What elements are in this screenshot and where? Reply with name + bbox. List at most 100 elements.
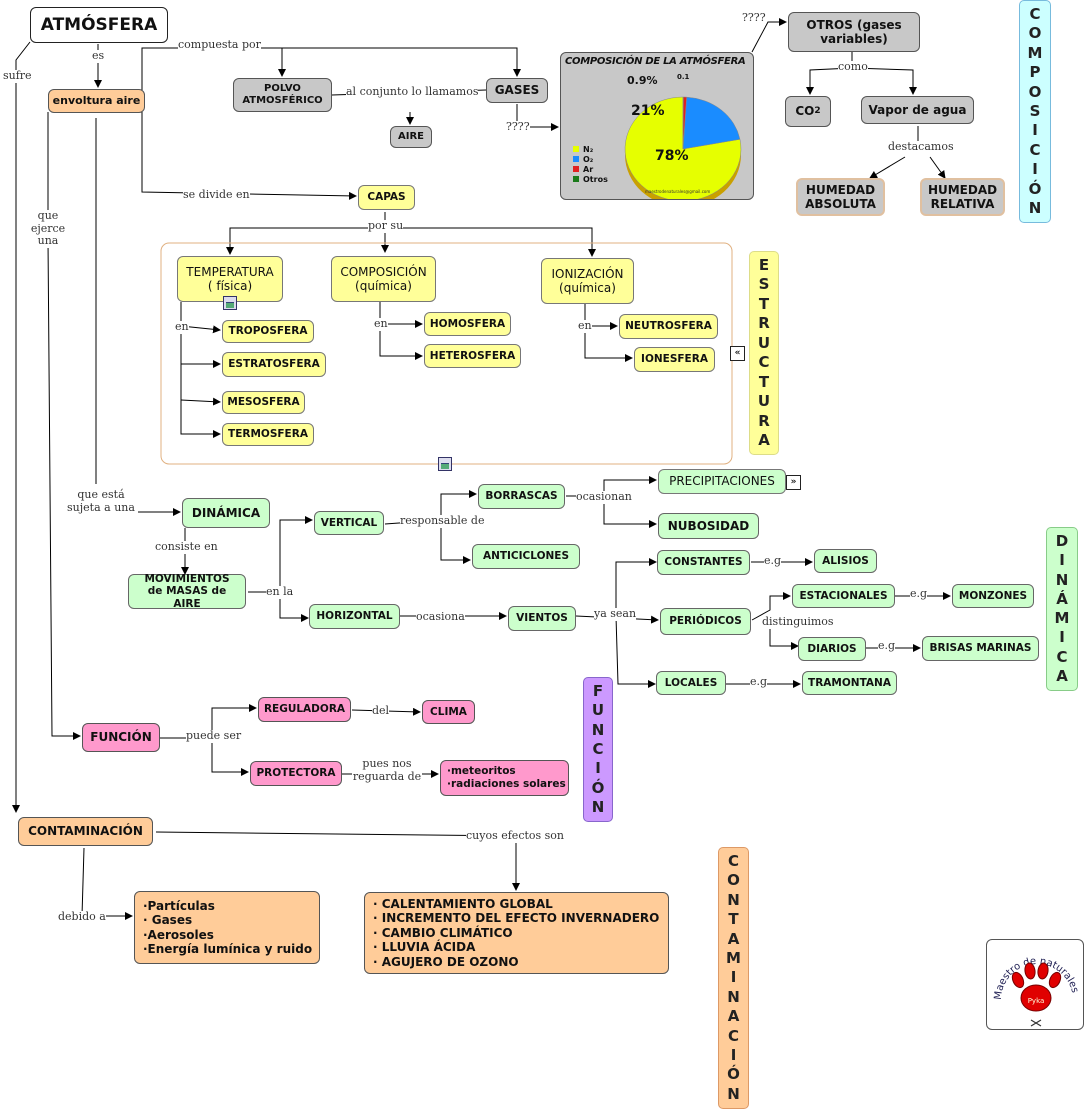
periodicos-node[interactable]: PERIÓDICOS [660,608,751,635]
section-letter: M [1054,609,1070,628]
section-letter: U [757,333,771,352]
humedad-relativa-node[interactable]: HUMEDAD RELATIVA [920,178,1005,216]
gases-node[interactable]: GASES [486,78,548,103]
section-letter: T [758,294,770,313]
humedad-absoluta-node[interactable]: HUMEDAD ABSOLUTA [796,178,885,216]
brisas-marinas-node[interactable]: BRISAS MARINAS [922,636,1039,661]
composition-chart[interactable]: COMPOSICIÓN DE LA ATMÓSFERA 78% 21% 0.9%… [560,52,754,200]
nubosidad-node[interactable]: NUBOSIDAD [658,513,759,539]
collapse-left-icon[interactable]: « [730,346,745,361]
composicion-quimica-node[interactable]: COMPOSICIÓN (química) [331,256,436,302]
efecto-item: · CALENTAMIENTO GLOBAL [373,897,553,912]
label-compuesta-por: compuesta por [178,38,261,52]
contaminacion-node[interactable]: CONTAMINACIÓN [18,817,153,846]
label-eg-constantes: e.g [764,554,782,568]
estratosfera-node[interactable]: ESTRATOSFERA [222,352,326,377]
label-en-ionizacion: en [578,319,592,333]
section-letter: I [1059,628,1065,647]
causas-node[interactable]: ·Partículas· Gases·Aerosoles·Energía lum… [134,891,320,964]
section-letter: N [727,890,740,909]
section-letter: C [592,739,604,758]
efecto-item: · LLUVIA ÁCIDA [373,940,476,955]
expand-right-icon[interactable]: » [786,475,801,490]
mesosfera-node[interactable]: MESOSFERA [222,391,305,414]
reguladora-node[interactable]: REGULADORA [258,697,351,722]
section-letter: C [1029,140,1041,159]
ionesfera-node[interactable]: IONESFERA [634,347,715,372]
label-que-ejerce: que ejerce una [20,209,76,248]
pct-label-ar: 0.9% [627,74,658,87]
label-eg-diarios: e.g [878,639,896,653]
section-letter: O [727,871,740,890]
section-letter: M [726,949,741,968]
image-icon[interactable] [438,457,452,471]
funcion-node[interactable]: FUNCIÓN [82,723,160,752]
precipitaciones-node[interactable]: PRECIPITACIONES [658,469,786,494]
section-letter: T [728,910,739,929]
movimientos-node[interactable]: MOVIMIENTOS de MASAS de AIRE [128,573,246,610]
monzones-node[interactable]: MONZONES [952,584,1034,608]
vapor-agua-node[interactable]: Vapor de agua [861,96,974,124]
label-pues-nos: pues nos reguarda de [352,757,422,784]
label-debido-a: debido a [58,910,106,924]
label-en-la: en la [266,585,294,599]
label-q-otros: ???? [742,11,766,25]
otros-node[interactable]: OTROS (gases variables) [788,12,920,52]
troposfera-node[interactable]: TROPOSFERA [222,320,314,343]
label-al-conjunto: al conjunto lo llamamos [346,85,479,99]
atmosfera-node[interactable]: ATMÓSFERA [30,7,168,43]
label-sufre: sufre [3,69,32,83]
heterosfera-node[interactable]: HETEROSFERA [424,344,521,368]
ionizacion-node[interactable]: IONIZACIÓN (química) [541,258,634,304]
causa-item: ·Partículas [143,898,215,913]
termosfera-node[interactable]: TERMOSFERA [222,423,314,446]
section-letter: R [758,314,770,333]
protege-de-node[interactable]: ·meteoritos ·radiaciones solares [440,760,569,796]
legend-item: O₂ [573,155,608,165]
section-letter: O [1028,82,1042,101]
label-eg-locales: e.g [750,675,768,689]
section-letter: E [758,256,770,274]
envoltura-aire-node[interactable]: envoltura aire [48,89,145,113]
section-letter: N [591,797,605,816]
polvo-atmosferico-node[interactable]: POLVO ATMOSFÉRICO [233,78,332,112]
capas-node[interactable]: CAPAS [358,185,415,210]
label-por-su: por su [368,219,404,233]
pct-label-o2: 21% [631,103,665,119]
section-letter: F [592,682,604,700]
tramontana-node[interactable]: TRAMONTANA [802,671,897,695]
horizontal-node[interactable]: HORIZONTAL [309,604,400,629]
image-icon[interactable] [223,296,237,310]
vientos-node[interactable]: VIENTOS [508,606,576,631]
section-letter: A [727,929,740,948]
co2-label: CO [795,104,815,119]
clima-node[interactable]: CLIMA [422,700,475,724]
dinamica-node[interactable]: DINÁMICA [182,498,270,528]
borrascas-node[interactable]: BORRASCAS [478,484,565,509]
label-consiste-en: consiste en [155,540,218,554]
locales-node[interactable]: LOCALES [656,671,726,695]
alisios-node[interactable]: ALISIOS [814,549,877,573]
constantes-node[interactable]: CONSTANTES [657,550,750,575]
diarios-node[interactable]: DIARIOS [798,637,866,661]
label-destacamos: destacamos [888,140,954,154]
section-letter: Ó [591,778,605,797]
label-se-divide: se divide en [183,188,250,202]
causa-item: ·Energía lumínica y ruido [143,941,313,956]
aire-node[interactable]: AIRE [390,126,432,148]
section-letter: N [591,720,605,739]
neutrosfera-node[interactable]: NEUTROSFERA [619,314,718,339]
temperatura-node[interactable]: TEMPERATURA ( física) [177,256,283,302]
efectos-node[interactable]: · CALENTAMIENTO GLOBAL· INCREMENTO DEL E… [364,892,669,974]
anticiclones-node[interactable]: ANTICICLONES [472,544,580,569]
homosfera-node[interactable]: HOMOSFERA [424,312,511,336]
protectora-node[interactable]: PROTECTORA [250,761,342,786]
pct-label-otros: 0.1 [677,73,690,81]
legend-swatch [573,166,579,172]
vertical-node[interactable]: VERTICAL [314,511,384,535]
estacionales-node[interactable]: ESTACIONALES [792,584,895,608]
